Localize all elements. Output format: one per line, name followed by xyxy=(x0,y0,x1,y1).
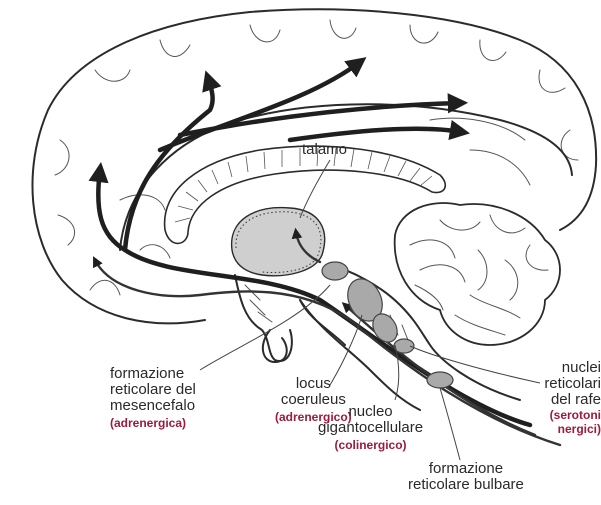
label-rafe-line1: nuclei xyxy=(524,360,601,376)
label-rafe-type1: (serotoni xyxy=(524,408,601,422)
label-formazione-mesencefalo: formazione reticolare del mesencefalo (a… xyxy=(110,366,196,430)
label-nucleo-gigantocellulare: nucleo gigantocellulare (colinergico) xyxy=(318,404,423,452)
label-nucleo-line1: nucleo xyxy=(318,404,423,420)
label-rafe-line3: del rafe xyxy=(524,392,601,408)
label-fm-line2: reticolare del xyxy=(110,382,196,398)
label-rafe-line2: reticolari xyxy=(524,376,601,392)
label-formazione-bulbare: formazione reticolare bulbare xyxy=(408,461,524,493)
label-nucleo-line2: gigantocellulare xyxy=(318,420,423,436)
label-fm-line1: formazione xyxy=(110,366,196,382)
label-fb-line2: reticolare bulbare xyxy=(408,477,524,493)
nucleus-midbrain xyxy=(322,262,348,280)
ascending-tract-arrow-4 xyxy=(290,129,462,140)
label-talamo: talamo xyxy=(302,142,347,158)
label-talamo-text: talamo xyxy=(302,141,347,158)
label-nucleo-type: (colinergico) xyxy=(318,438,423,452)
pituitary xyxy=(263,330,287,362)
nucleus-gigantocellular xyxy=(427,372,453,388)
label-fm-line3: mesencefalo xyxy=(110,398,196,414)
label-nuclei-rafe: nuclei reticolari del rafe (serotoni ner… xyxy=(524,360,601,436)
label-rafe-type2: nergici) xyxy=(524,422,601,436)
label-fb-line1: formazione xyxy=(408,461,524,477)
label-locus-line1: locus xyxy=(275,376,352,392)
thalamus xyxy=(232,208,325,276)
label-fm-type: (adrenergica) xyxy=(110,416,196,430)
